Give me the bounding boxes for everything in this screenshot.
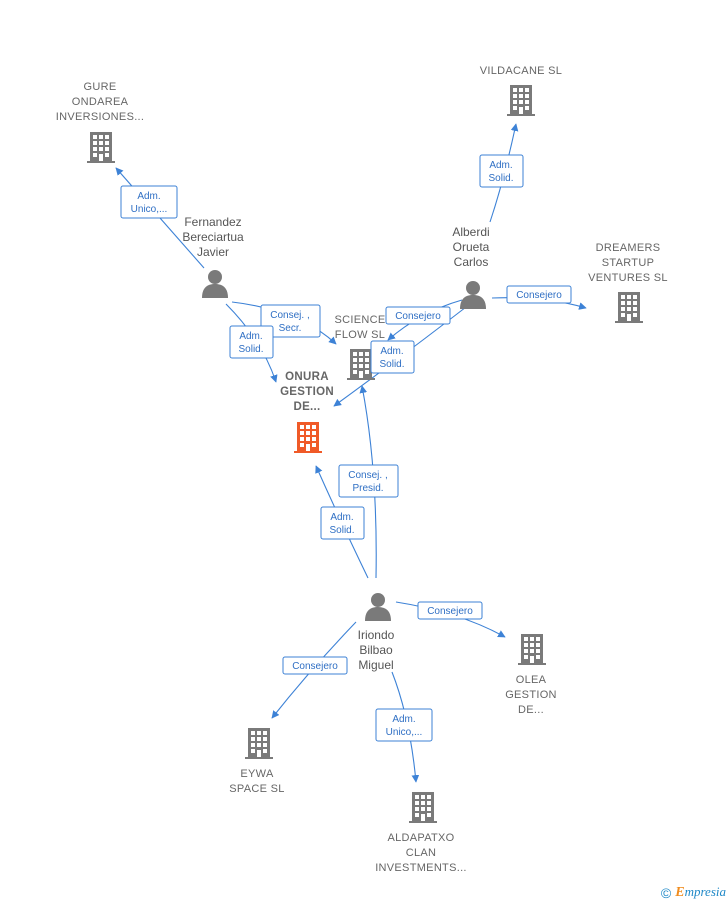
company-vildacane[interactable]: VILDACANE SL	[480, 65, 562, 116]
relation-iriondo-onura[interactable]: Adm.Solid.	[320, 506, 365, 540]
svg-text:Adm.Unico,...: Adm.Unico,...	[131, 191, 168, 215]
relation-alberdi-science[interactable]: Consejero	[385, 306, 451, 325]
relation-alberdi-dreamers[interactable]: Consejero	[506, 285, 572, 304]
relation-iriondo-olea[interactable]: Consejero	[417, 601, 483, 620]
building-icon	[87, 132, 115, 163]
svg-text:Adm.Unico,...: Adm.Unico,...	[386, 714, 423, 738]
svg-text:Adm.Solid.: Adm.Solid.	[238, 331, 263, 355]
relation-labels: Adm.Unico,... Consej. ,Secr. Adm.Solid. …	[120, 154, 572, 742]
person-icon	[365, 593, 391, 621]
svg-text:Consej. ,Secr.: Consej. ,Secr.	[270, 310, 309, 334]
svg-text:Adm.Solid.: Adm.Solid.	[329, 512, 354, 536]
svg-text:Adm.Solid.: Adm.Solid.	[379, 346, 404, 370]
footer-branding: © Empresia	[661, 884, 726, 901]
svg-text:Consejero: Consejero	[292, 661, 338, 672]
person-icon	[460, 281, 486, 309]
relation-iriondo-eywa[interactable]: Consejero	[282, 656, 348, 675]
person-icon	[202, 270, 228, 298]
relation-iriondo-aldapatxo[interactable]: Adm.Unico,...	[375, 708, 433, 742]
svg-text:Consej. ,Presid.: Consej. ,Presid.	[348, 470, 387, 494]
building-icon	[507, 85, 535, 116]
svg-text:Adm.Solid.: Adm.Solid.	[488, 160, 513, 184]
svg-text:Consejero: Consejero	[516, 290, 562, 301]
building-icon	[245, 728, 273, 759]
building-icon	[518, 634, 546, 665]
copyright-icon: ©	[660, 884, 672, 901]
svg-text:Consejero: Consejero	[427, 606, 473, 617]
relation-iriondo-science[interactable]: Consej. ,Presid.	[338, 464, 399, 498]
relation-fernandez-onura[interactable]: Adm.Solid.	[229, 325, 274, 359]
relation-alberdi-onura[interactable]: Adm.Solid.	[370, 340, 415, 374]
building-icon	[409, 792, 437, 823]
relation-fernandez-gure[interactable]: Adm.Unico,...	[120, 185, 178, 219]
building-icon	[615, 292, 643, 323]
relation-alberdi-vildacane[interactable]: Adm.Solid.	[479, 154, 524, 188]
relation-fernandez-science[interactable]: Consej. ,Secr.	[260, 304, 321, 338]
empresia-logo[interactable]: Empresia	[675, 884, 726, 900]
svg-text:Consejero: Consejero	[395, 311, 441, 322]
company-vildacane-label: VILDACANE SL	[480, 65, 562, 77]
building-icon	[294, 422, 322, 453]
